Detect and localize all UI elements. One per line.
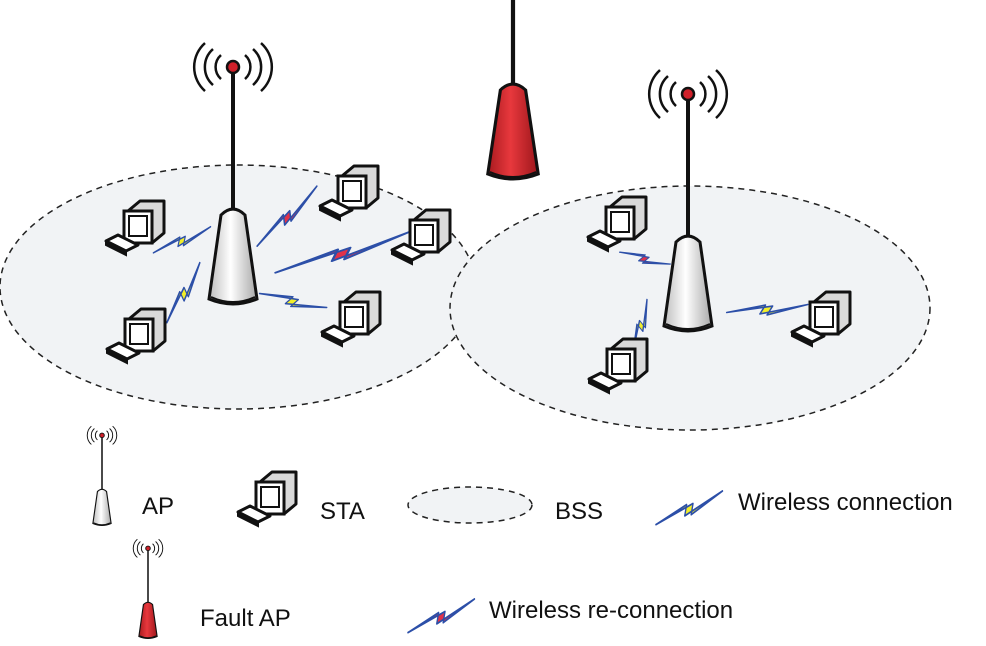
legend-sta-label: STA <box>320 498 365 525</box>
legend-fault-ap-icon <box>132 538 164 640</box>
legend-wireless-reconnection-label: Wireless re-connection <box>489 597 734 624</box>
legend-wireless-connection-label: Wireless connection <box>738 489 953 516</box>
legend-sta-icon <box>236 470 298 528</box>
legend-ap-label: AP <box>142 493 175 520</box>
legend-bss-icon <box>407 486 533 524</box>
legend-fault-ap-label: Fault AP <box>200 605 291 632</box>
legend-ap-icon <box>86 425 118 527</box>
legend-wireless-connection-icon <box>651 490 728 526</box>
fault-ap-icon <box>472 0 554 179</box>
legend-bss-label: BSS <box>555 498 604 525</box>
legend-wireless-reconnection-icon <box>403 598 480 634</box>
